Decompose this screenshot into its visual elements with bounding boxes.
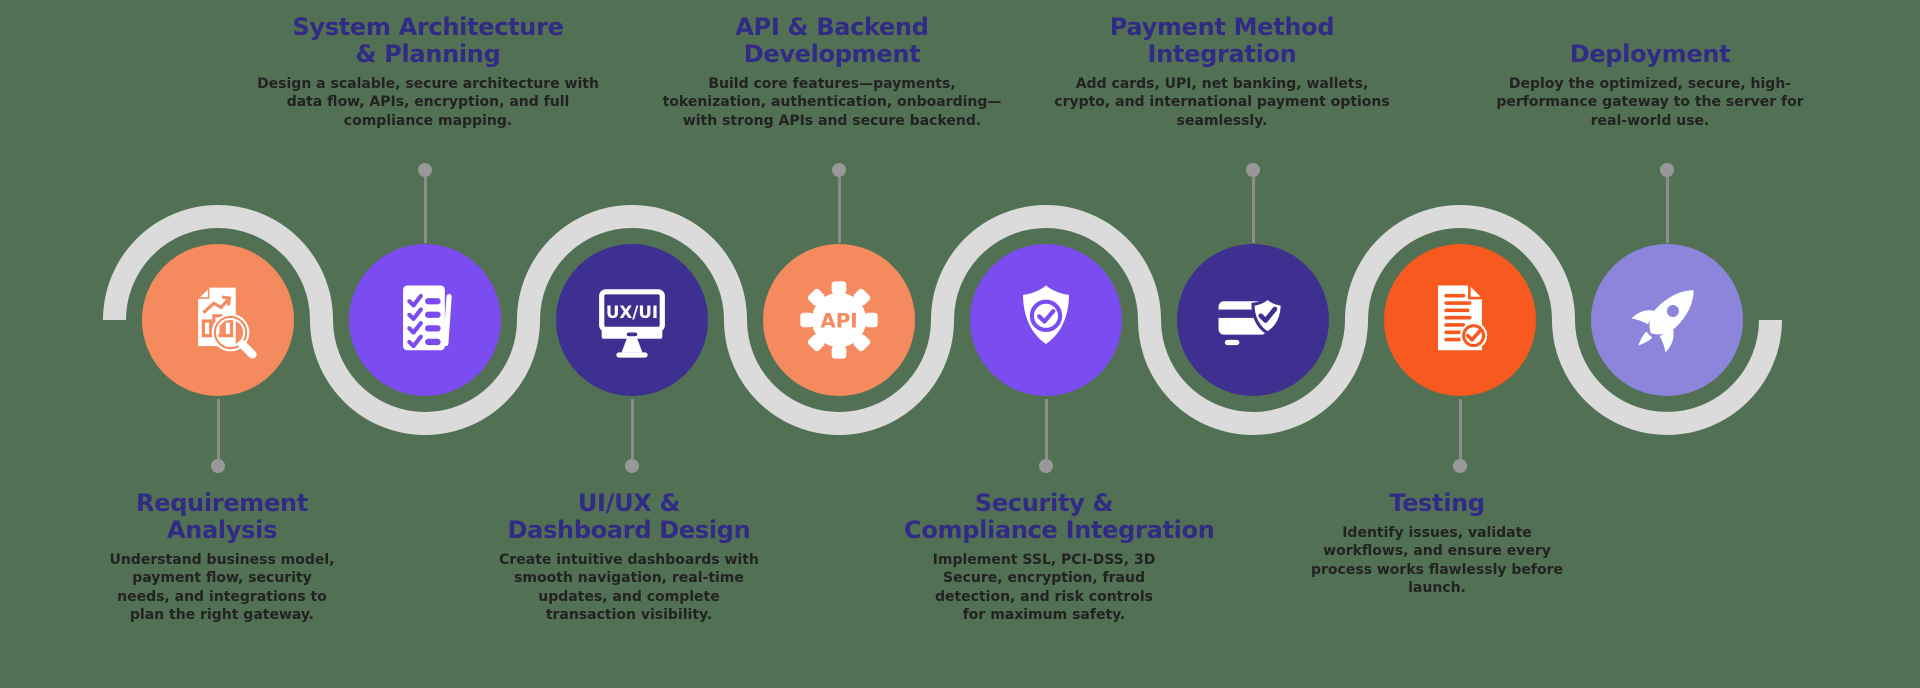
analysis-magnifier-icon bbox=[196, 285, 257, 359]
card-shield-icon bbox=[1218, 295, 1284, 346]
step-4-title: API & Backend Development bbox=[652, 12, 1012, 68]
step-5-title: Security & Compliance Integration bbox=[904, 489, 1215, 544]
step-2-text: System Architecture & Planning Design a … bbox=[238, 12, 618, 130]
step-3-title-line-1: UI/UX & bbox=[577, 489, 681, 517]
step-4-title-line-1: API & Backend bbox=[735, 12, 929, 41]
step-5-connector-dot bbox=[1039, 459, 1053, 473]
shield-check-icon bbox=[1023, 285, 1069, 345]
step-6-title: Payment Method Integration bbox=[1042, 12, 1402, 68]
checklist-icon bbox=[403, 285, 452, 351]
step-8-connector-dot bbox=[1660, 163, 1674, 177]
step-3-description: Create intuitive dashboards with smooth … bbox=[499, 551, 759, 624]
step-4-title-line-2: Development bbox=[743, 39, 921, 68]
step-8-title-line-1: Deployment bbox=[1569, 39, 1731, 68]
api-gear-icon: API bbox=[800, 281, 878, 359]
api-label: API bbox=[820, 309, 857, 332]
step-1-text: Requirement Analysis Understand business… bbox=[87, 490, 357, 625]
step-1-title-line-1: Requirement bbox=[136, 489, 308, 517]
step-8-description: Deploy the optimized, secure, high-perfo… bbox=[1496, 75, 1804, 129]
step-2-title-line-2: & Planning bbox=[355, 39, 501, 68]
step-8-text: Deployment Deploy the optimized, secure,… bbox=[1470, 12, 1830, 130]
step-6-connector bbox=[1251, 177, 1255, 243]
step-1-title: Requirement Analysis bbox=[87, 490, 357, 544]
step-6-description: Add cards, UPI, net banking, wallets, cr… bbox=[1054, 75, 1390, 129]
monitor-uxui-icon: UX/UI bbox=[599, 289, 665, 358]
step-6-circle bbox=[1177, 244, 1329, 396]
step-3-connector-dot bbox=[625, 459, 639, 473]
step-2-description: Design a scalable, secure architecture w… bbox=[257, 75, 599, 129]
ribbon-path bbox=[103, 205, 1782, 435]
step-6-connector-dot bbox=[1246, 163, 1260, 177]
step-4-text: API & Backend Development Build core fea… bbox=[652, 12, 1012, 130]
step-3-text: UI/UX & Dashboard Design Create intuitiv… bbox=[479, 490, 779, 625]
step-3-connector bbox=[630, 399, 634, 459]
step-5-title-line-2: Compliance Integration bbox=[904, 515, 1215, 544]
step-3-circle: UX/UI bbox=[556, 244, 708, 396]
step-6-title-line-2: Integration bbox=[1147, 39, 1297, 68]
step-2-title-line-1: System Architecture bbox=[292, 12, 564, 41]
step-8-circle bbox=[1591, 244, 1743, 396]
step-4-connector-dot bbox=[832, 163, 846, 177]
step-7-connector-dot bbox=[1453, 459, 1467, 473]
step-8-connector bbox=[1665, 177, 1669, 243]
step-7-circle bbox=[1384, 244, 1536, 396]
step-2-connector-dot bbox=[418, 163, 432, 177]
step-3-title: UI/UX & Dashboard Design bbox=[479, 490, 779, 544]
step-1-circle bbox=[142, 244, 294, 396]
document-check-icon bbox=[1438, 285, 1488, 351]
step-7-title-line-1: Testing bbox=[1389, 489, 1485, 517]
step-5-connector bbox=[1044, 399, 1048, 459]
step-2-title: System Architecture & Planning bbox=[238, 12, 618, 68]
step-5-circle bbox=[970, 244, 1122, 396]
step-1-title-line-2: Analysis bbox=[166, 515, 278, 544]
step-2-connector bbox=[423, 177, 427, 243]
uxui-label: UX/UI bbox=[606, 302, 658, 322]
step-7-title: Testing bbox=[1287, 490, 1587, 517]
step-7-description: Identify issues, validate workflows, and… bbox=[1311, 524, 1563, 597]
step-8-title: Deployment bbox=[1470, 39, 1830, 68]
step-5-description: Implement SSL, PCI-DSS, 3D Secure, encry… bbox=[932, 551, 1156, 624]
step-6-text: Payment Method Integration Add cards, UP… bbox=[1042, 12, 1402, 130]
step-7-text: Testing Identify issues, validate workfl… bbox=[1287, 490, 1587, 598]
step-7-connector bbox=[1458, 399, 1462, 459]
step-3-title-line-2: Dashboard Design bbox=[507, 515, 751, 544]
step-5-text: Security & Compliance Integration Implem… bbox=[904, 489, 1215, 625]
step-4-connector bbox=[837, 177, 841, 243]
step-2-circle bbox=[349, 244, 501, 396]
step-1-connector bbox=[216, 399, 220, 459]
step-1-description: Understand business model, payment flow,… bbox=[109, 551, 335, 624]
rocket-icon bbox=[1631, 290, 1694, 353]
step-6-title-line-1: Payment Method bbox=[1109, 12, 1335, 41]
step-4-description: Build core features—payments, tokenizati… bbox=[662, 75, 1002, 129]
step-1-connector-dot bbox=[211, 459, 225, 473]
step-5-title-line-1: Security & bbox=[974, 489, 1114, 517]
step-4-circle: API bbox=[763, 244, 915, 396]
